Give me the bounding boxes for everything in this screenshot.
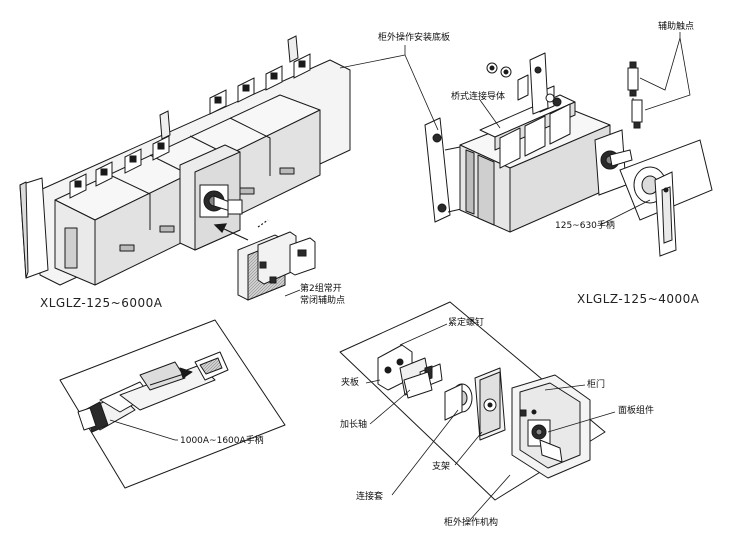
label-cabinet-door: 柜门 — [587, 380, 606, 390]
leader-lines — [109, 32, 691, 521]
label-second-group-line2: 常闭辅助点 — [300, 296, 346, 306]
label-coupling-sleeve: 连接套 — [356, 492, 384, 502]
label-handle-1000-1600: 1000A~1600A手柄 — [180, 436, 264, 446]
right-switch-screws — [486, 62, 562, 107]
label-bracket: 支架 — [432, 462, 451, 472]
left-aux-arrow — [213, 219, 269, 241]
label-extension-shaft: 加长轴 — [340, 420, 368, 430]
label-aux-contact: 辅助触点 — [658, 22, 695, 32]
label-panel-assembly: 面板组件 — [618, 406, 655, 416]
model-left: XLGLZ-125~6000A — [40, 296, 163, 310]
label-clamp-plate: 夹板 — [341, 378, 360, 388]
right-aux-contacts — [627, 61, 643, 129]
label-handle-125-630: 125~630手柄 — [555, 221, 615, 231]
left-switch-rotary — [199, 184, 243, 218]
bottom-left-handle-panel — [59, 319, 286, 489]
left-aux-contacts — [237, 231, 316, 301]
model-right: XLGLZ-125~4000A — [577, 292, 700, 306]
label-bridge-conductor: 桥式连接导体 — [451, 92, 506, 102]
label-second-group-line1: 第2组常开 — [300, 284, 342, 294]
right-switch-rotary — [594, 129, 633, 196]
right-switch-body — [424, 52, 611, 233]
bottom-right-mechanism-panel — [339, 301, 606, 501]
label-set-screw: 紧定螺钉 — [448, 318, 485, 328]
label-external-mechanism: 柜外操作机构 — [444, 518, 499, 528]
label-panel-plate: 柜外操作安装底板 — [378, 33, 451, 43]
left-switch-terminals — [69, 35, 311, 199]
right-handle-125-630 — [619, 139, 713, 257]
